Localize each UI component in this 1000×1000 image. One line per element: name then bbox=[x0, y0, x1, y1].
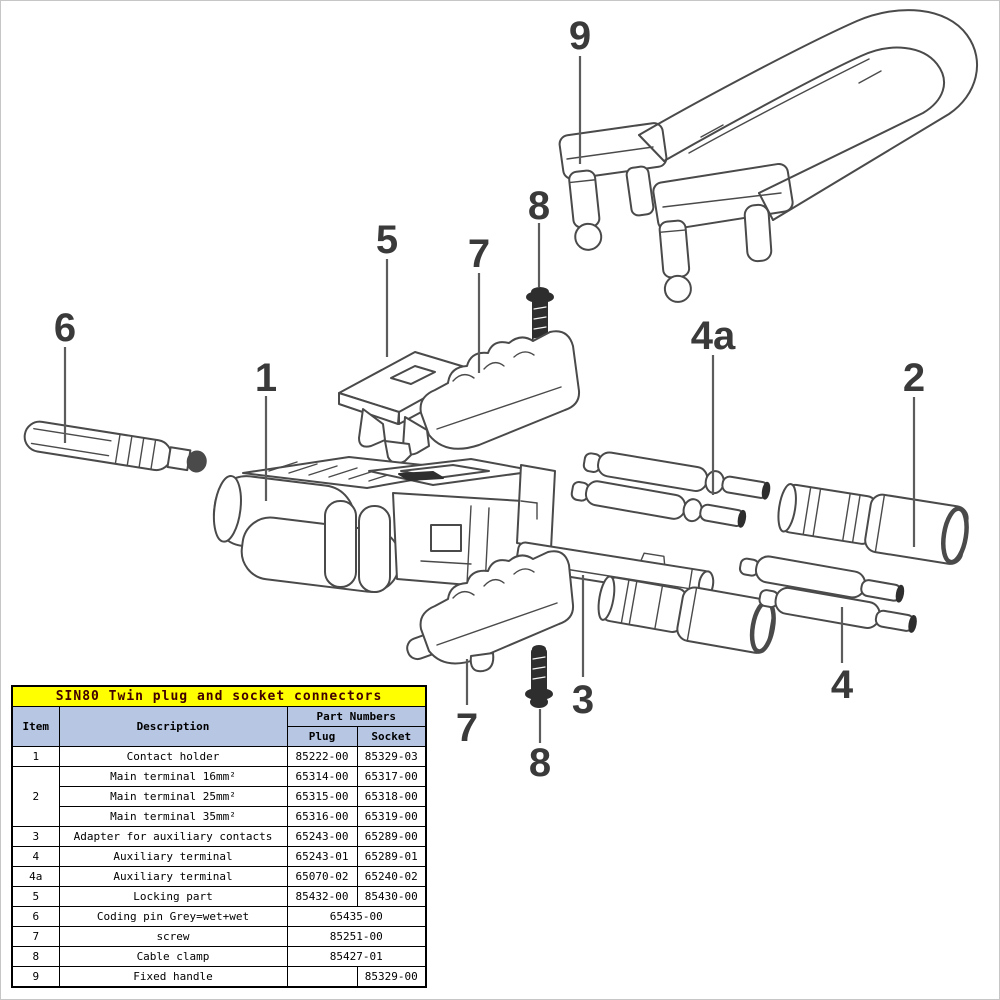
table-title: SIN80 Twin plug and socket connectors bbox=[11, 685, 427, 707]
table-row: 9 Fixed handle 85329-00 bbox=[11, 966, 427, 988]
item-cell: 1 bbox=[11, 746, 60, 767]
desc-cell: Auxiliary terminal bbox=[58, 866, 288, 887]
item-cell: 3 bbox=[11, 826, 60, 847]
item-cell: 4a bbox=[11, 866, 60, 887]
desc-cell: Adapter for auxiliary contacts bbox=[58, 826, 288, 847]
table-row: 5 Locking part 85432-00 85430-00 bbox=[11, 886, 427, 907]
socket-cell: 65319-00 bbox=[356, 806, 427, 827]
socket-cell: 65289-00 bbox=[356, 826, 427, 847]
desc-cell: screw bbox=[58, 926, 288, 947]
callout-2: 2 bbox=[903, 356, 925, 400]
plug-cell: 65315-00 bbox=[286, 786, 358, 807]
screw-bottom-drawing bbox=[525, 645, 553, 708]
item-cell: 2 bbox=[11, 766, 60, 827]
plug-cell bbox=[286, 966, 358, 988]
plug-cell: 65070-02 bbox=[286, 866, 358, 887]
fixed-handle-drawing bbox=[558, 9, 979, 303]
plug-cell: 65314-00 bbox=[286, 766, 358, 787]
desc-cell: Main terminal 16mm² bbox=[58, 766, 288, 787]
table-row: Main terminal 25mm² 65315-00 65318-00 bbox=[12, 786, 427, 807]
part-number-cell: 85427-01 bbox=[286, 946, 427, 967]
aux-terminal-4a-drawing bbox=[570, 451, 771, 528]
table-subheader-row: Plug Socket bbox=[12, 726, 427, 747]
callout-6: 6 bbox=[54, 306, 76, 350]
socket-cell: 85329-03 bbox=[356, 746, 427, 767]
socket-cell: 65317-00 bbox=[356, 766, 427, 787]
item-cell: 4 bbox=[11, 846, 60, 867]
table-row: 4 Auxiliary terminal 65243-01 65289-01 bbox=[11, 846, 427, 867]
plug-cell: 65243-00 bbox=[286, 826, 358, 847]
col-header-plug: Plug bbox=[286, 726, 358, 747]
socket-cell: 65289-01 bbox=[356, 846, 427, 867]
socket-cell: 65318-00 bbox=[356, 786, 427, 807]
item-cell: 5 bbox=[11, 886, 60, 907]
desc-cell: Auxiliary terminal bbox=[58, 846, 288, 867]
col-header-socket: Socket bbox=[356, 726, 427, 747]
plug-cell: 85432-00 bbox=[286, 886, 358, 907]
callout-7-bottom: 7 bbox=[456, 706, 478, 750]
col-header-part-numbers: Part Numbers bbox=[286, 706, 427, 727]
col-header-item: Item bbox=[11, 706, 60, 747]
main-terminal-socket-drawing bbox=[597, 575, 776, 654]
table-row: Main terminal 35mm² 65316-00 65319-00 bbox=[12, 806, 427, 827]
callout-8-bottom: 8 bbox=[529, 741, 551, 785]
table-row: 6 Coding pin Grey=wet+wet 65435-00 bbox=[11, 906, 427, 927]
socket-cell: 85430-00 bbox=[356, 886, 427, 907]
cable-clamp-bottom-drawing bbox=[406, 550, 575, 673]
plug-cell: 65243-01 bbox=[286, 846, 358, 867]
callout-4: 4 bbox=[831, 663, 854, 707]
part-number-cell: 85251-00 bbox=[286, 926, 427, 947]
cable-clamp-top-drawing bbox=[419, 330, 581, 450]
socket-cell: 85329-00 bbox=[356, 966, 427, 988]
plug-cell: 65316-00 bbox=[286, 806, 358, 827]
desc-cell: Fixed handle bbox=[58, 966, 288, 988]
callout-8-top: 8 bbox=[528, 184, 550, 228]
table-row: 3 Adapter for auxiliary contacts 65243-0… bbox=[11, 826, 427, 847]
coding-pin-drawing bbox=[23, 420, 207, 473]
callout-7-top: 7 bbox=[468, 232, 490, 276]
table-row: 1 Contact holder 85222-00 85329-03 bbox=[11, 746, 427, 767]
socket-cell: 65240-02 bbox=[356, 866, 427, 887]
table-row: 7 screw 85251-00 bbox=[11, 926, 427, 947]
table-row: 4a Auxiliary terminal 65070-02 65240-02 bbox=[11, 866, 427, 887]
callout-1: 1 bbox=[255, 356, 277, 400]
callout-labels: 9 8 5 7 6 1 4a 2 3 4 7 8 bbox=[54, 14, 925, 785]
plug-cell: 85222-00 bbox=[286, 746, 358, 767]
item-cell: 8 bbox=[11, 946, 60, 967]
parts-table: SIN80 Twin plug and socket connectors It… bbox=[11, 685, 428, 988]
callout-5: 5 bbox=[376, 218, 398, 262]
item-cell: 6 bbox=[11, 906, 60, 927]
desc-cell: Main terminal 25mm² bbox=[58, 786, 288, 807]
desc-cell: Cable clamp bbox=[58, 946, 288, 967]
item-cell: 9 bbox=[11, 966, 60, 988]
desc-cell: Locking part bbox=[58, 886, 288, 907]
desc-cell: Main terminal 35mm² bbox=[58, 806, 288, 827]
desc-cell: Contact holder bbox=[58, 746, 288, 767]
callout-4a: 4a bbox=[691, 314, 736, 358]
table-title-row: SIN80 Twin plug and socket connectors bbox=[11, 685, 427, 707]
callout-3: 3 bbox=[572, 678, 594, 722]
leader-lines bbox=[63, 56, 916, 743]
callout-9: 9 bbox=[569, 14, 591, 58]
item-cell: 7 bbox=[11, 926, 60, 947]
table-header-row: Item Description Part Numbers bbox=[11, 706, 427, 747]
screw-top-drawing bbox=[526, 287, 554, 350]
main-terminal-plug-drawing bbox=[777, 483, 969, 565]
part-number-cell: 65435-00 bbox=[286, 906, 427, 927]
aux-terminal-4-drawing bbox=[738, 555, 917, 633]
desc-cell: Coding pin Grey=wet+wet bbox=[58, 906, 288, 927]
table-row: 2 Main terminal 16mm² 65314-00 65317-00 bbox=[11, 766, 427, 827]
table-row: 8 Cable clamp 85427-01 bbox=[11, 946, 427, 967]
col-header-description: Description bbox=[58, 706, 288, 747]
